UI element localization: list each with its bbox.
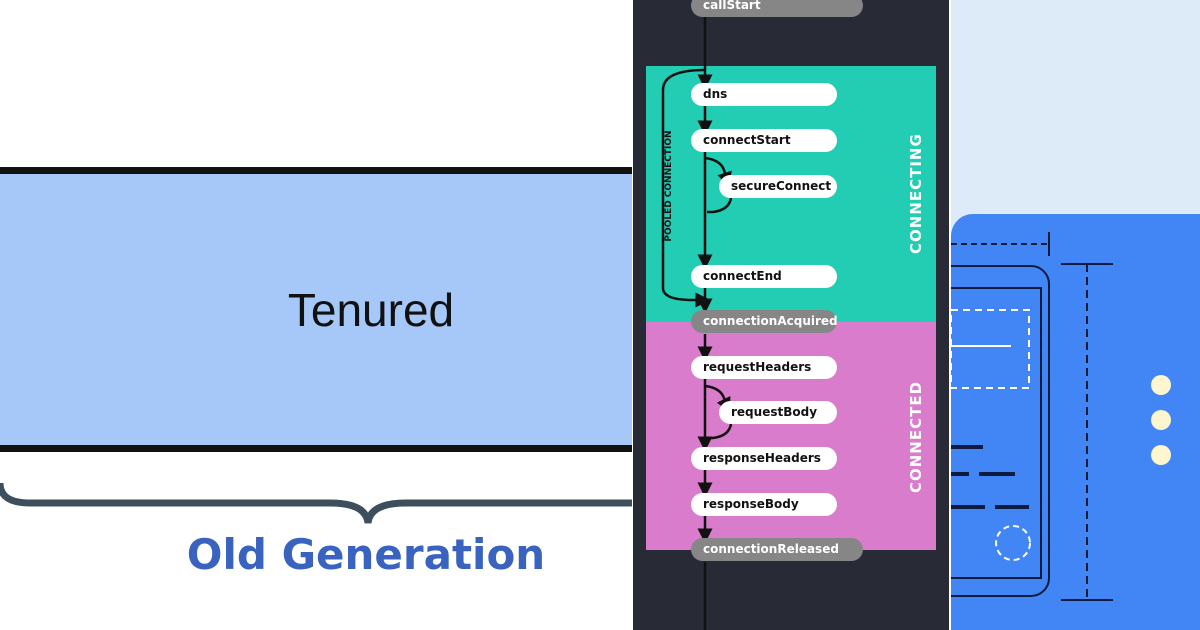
event-response-headers: responseHeaders xyxy=(691,447,837,470)
event-connect-start: connectStart xyxy=(691,129,837,152)
event-connection-released: connectionReleased xyxy=(691,538,863,561)
old-generation-label: Old Generation xyxy=(186,530,546,579)
event-connection-acquired: connectionAcquired xyxy=(691,310,838,333)
menu-dot xyxy=(1151,410,1171,430)
event-connect-end: connectEnd xyxy=(691,265,837,288)
device-illustration xyxy=(951,214,1200,630)
event-dns: dns xyxy=(691,83,837,106)
tenured-box: Tenured xyxy=(0,167,632,452)
menu-dot xyxy=(1151,375,1171,395)
blue-card xyxy=(951,214,1200,630)
event-secure-connect: secureConnect xyxy=(719,175,837,198)
menu-dot xyxy=(1151,445,1171,465)
event-request-headers: requestHeaders xyxy=(691,356,837,379)
okhttp-event-flow-panel: CONNECTING CONNECTED POOLED CONNECTION xyxy=(633,0,949,630)
left-panel: Tenured Old Generation xyxy=(0,167,632,579)
event-response-body: responseBody xyxy=(691,493,837,516)
phone-outline xyxy=(951,265,1050,597)
tenured-label: Tenured xyxy=(287,283,455,336)
dashed-circle xyxy=(995,525,1031,561)
right-illustration-panel xyxy=(951,0,1200,630)
old-generation-brace xyxy=(0,482,632,524)
flow-lines xyxy=(661,10,733,630)
placeholder-frame xyxy=(951,309,1030,389)
event-call-start: callStart xyxy=(691,0,863,17)
event-request-body: requestBody xyxy=(719,401,837,424)
